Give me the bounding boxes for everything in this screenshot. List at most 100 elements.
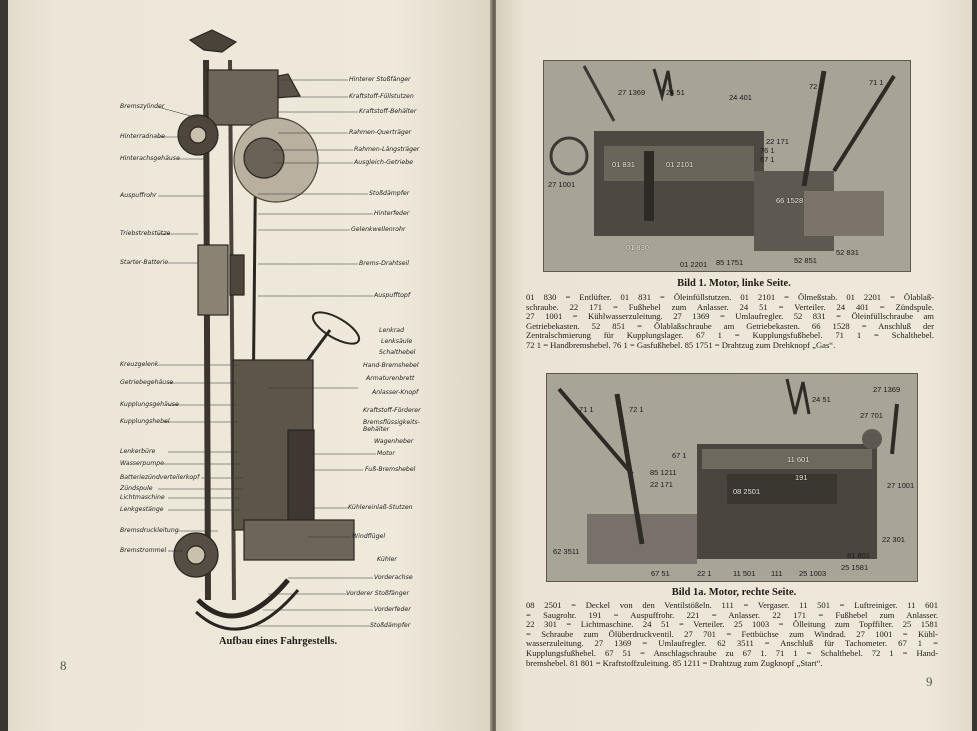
legend-line: 72 1 = Handbremshebel. 76 1 = Gasfußhebe… [526, 340, 836, 350]
fig2-label-62-3511: 62 3511 [553, 547, 580, 556]
fig1-label-67-1: 67 1 [760, 155, 775, 164]
fig1-label-24-51: 24 51 [666, 88, 685, 97]
page-number-right: 9 [926, 674, 933, 689]
legend-line: = Saugrohr. 191 = Auspuffrohr. 221 = Anl… [526, 610, 938, 620]
fig1-label-71-1: 71 1 [869, 78, 884, 87]
label-motor: Motor [377, 450, 395, 457]
fig1-label-01-830: 01 830 [626, 243, 649, 252]
figure-caption: Aufbau eines Fahrgestells. [218, 636, 338, 647]
fig2-label-27-1369: 27 1369 [873, 385, 901, 394]
label-wasserpumpe: Wasserpumpe [120, 460, 164, 467]
figure1-caption: Bild 1. Motor, linke Seite. [677, 278, 791, 289]
label-armaturenbrett: Armaturenbrett [366, 375, 415, 382]
fig1-label-27-1369: 27 1369 [618, 88, 646, 97]
label-hinterfeder: Hinterfeder [374, 210, 410, 217]
label-bremsdruckleitung: Bremsdruckleitung [120, 527, 179, 534]
fig1-label-52-831: 52 831 [836, 248, 859, 257]
fig2-label-71-1: 71 1 [579, 405, 594, 414]
label-wagenheber: Wagenheber [374, 438, 414, 445]
label-lenkgestaenge: Lenkgestänge [120, 506, 164, 513]
label-kraftstoff-behaelter: Kraftstoff-Behälter [359, 108, 417, 115]
legend-line: Kupplungsfußhebel. 67 51 = Anschlagschra… [526, 648, 938, 658]
label-rahmen-laengstraeger: Rahmen-Längsträger [354, 146, 420, 153]
fig2-label-11-501: 11 501 [733, 569, 756, 578]
engine-photo-right-side: 71 1 72 1 24 51 27 1369 27 701 67 1 85 1… [546, 373, 918, 582]
legend-line: bremshebel. 81 801 = Kraftstoffzuleitung… [526, 658, 823, 668]
label-vorderer-stossfaenger: Vorderer Stoßfänger [346, 590, 410, 597]
label-getriebegehaeuse: Getriebegehäuse [120, 379, 174, 386]
legend-line: Zentralschmierung für Kupplungslager. 67… [526, 331, 934, 341]
fig1-label-24-401: 24 401 [729, 93, 752, 102]
label-stossdaempfer-hinten: Stoßdämpfer [369, 190, 410, 197]
label-hinterradnabe: Hinterradnabe [120, 133, 165, 140]
label-bremszylinder: Bremszylinder [120, 103, 165, 110]
fig1-label-01-2101: 01 2101 [666, 160, 694, 169]
fig1-label-85-1751: 85 1751 [716, 258, 744, 267]
label-fuss-bremshebel: Fuß-Bremshebel [365, 466, 416, 473]
fig1-label-72-1: 72 1 [809, 82, 824, 91]
fig2-label-22-1: 22 1 [697, 569, 712, 578]
label-auspuffrohr: Auspuffrohr [120, 192, 157, 199]
fig2-label-25-1581: 25 1581 [841, 563, 869, 572]
label-lenkerbuere: Lenkerbüre [120, 448, 156, 455]
left-page: Bremszylinder Hinterradnabe Hinterachsge… [8, 0, 492, 731]
label-brems-drahtseil: Brems-Drahtseil [359, 260, 409, 267]
fig2-label-67-1: 67 1 [672, 451, 687, 460]
fig1-label-01-831: 01 831 [612, 160, 635, 169]
label-hinterachsgehaeuse: Hinterachsgehäuse [120, 155, 180, 162]
label-rahmen-quertraeger: Rahmen-Querträger [349, 129, 412, 136]
label-kraftstoff-fuellstutzen: Kraftstoff-Füllstutzen [349, 93, 414, 100]
book-gutter [490, 0, 498, 731]
fig2-label-27-701: 27 701 [860, 411, 883, 420]
fig2-label-81-801: 81 801 [847, 551, 870, 560]
label-bremsfluessigkeits-behaelter: Bremsflüssigkeits-Behälter [363, 419, 420, 433]
fig2-label-191: 191 [795, 473, 808, 482]
label-schalthebel: Schalthebel [379, 349, 416, 356]
label-triebstrebstuetze: Triebstrebstütze [120, 230, 171, 237]
label-hand-bremshebel: Hand-Bremshebel [363, 362, 419, 369]
label-kupplungshebel: Kupplungshebel [120, 418, 170, 425]
fig2-label-27-1001: 27 1001 [887, 481, 915, 490]
legend-line: 22 301 = Lichtmaschine. 24 51 = Verteile… [526, 620, 938, 630]
label-bremstrommel: Bremstrommel [120, 547, 167, 554]
fig2-label-67-51: 67 51 [651, 569, 670, 578]
label-kuehlereinlass-stutzen: Kühlereinlaß-Stutzen [348, 504, 413, 511]
fig2-label-08-2501: 08 2501 [733, 487, 761, 496]
fig2-label-111: 111 [771, 569, 783, 578]
fig2-label-11-601: 11 601 [787, 455, 810, 464]
label-starter-batterie: Starter-Batterie [120, 259, 169, 266]
legend-line: 27 1001 = Kühlwasserzuleitung. 27 1369 =… [526, 312, 934, 322]
legend-line: wasserzuleitung. 27 1369 = Umlaufregler.… [526, 639, 938, 649]
label-hinterer-stossfaenger: Hinterer Stoßfänger [349, 76, 411, 83]
fig2-label-22-301: 22 301 [882, 535, 905, 544]
fig2-label-22-171: 22 171 [650, 480, 673, 489]
label-kupplungsgehaeuse: Kupplungsgehäuse [120, 401, 179, 408]
label-stossdaempfer-vorne: Stoßdämpfer [370, 622, 411, 629]
label-kraftstoff-foerderer: Kraftstoff-Förderer [363, 407, 421, 414]
label-kuehler: Kühler [377, 556, 397, 563]
figure1-legend: 01 830 = Entlüfter. 01 831 = Öleinfüllst… [526, 293, 934, 351]
label-vorderfeder: Vorderfeder [374, 606, 411, 613]
legend-line: 01 830 = Entlüfter. 01 831 = Öleinfüllst… [526, 293, 934, 302]
legend-line: 08 2501 = Deckel von den Ventilstößeln. … [526, 601, 938, 610]
fig2-label-25-1003: 25 1003 [799, 569, 827, 578]
label-ausgleich-getriebe: Ausgleich-Getriebe [354, 159, 413, 166]
label-lichtmaschine: Lichtmaschine [120, 494, 165, 501]
label-batteriezuendverteilerkopf: Batteriezündverteilerkopf [120, 474, 200, 481]
legend-line: schraube. 22 171 = Fußhebel zum Anlasser… [526, 302, 934, 312]
figure2-caption: Bild 1a. Motor, rechte Seite. [671, 587, 797, 598]
label-zuendspule: Zündspule [120, 485, 153, 492]
fig1-label-27-1001: 27 1001 [548, 180, 576, 189]
fig2-label-85-1211: 85 1211 [650, 468, 677, 477]
chassis-illustration [157, 29, 376, 631]
legend-line: Getriebekasten. 52 851 = Ölablaßschraube… [526, 321, 934, 331]
label-lenksaeule: Lenksäule [381, 338, 413, 345]
fig1-label-52-851: 52 851 [794, 256, 817, 265]
legend-line: = Schraube zum Ölüberdruckventil. 27 701… [526, 629, 938, 639]
right-page: 27 1369 24 51 24 401 72 1 71 1 22 171 76… [496, 0, 972, 731]
fig1-label-22-171: 22 171 [766, 137, 789, 146]
fig2-label-72-1: 72 1 [629, 405, 644, 414]
label-anlasser-knopf: Anlasser-Knopf [372, 389, 419, 396]
fig1-label-76-1: 76 1 [760, 146, 775, 155]
